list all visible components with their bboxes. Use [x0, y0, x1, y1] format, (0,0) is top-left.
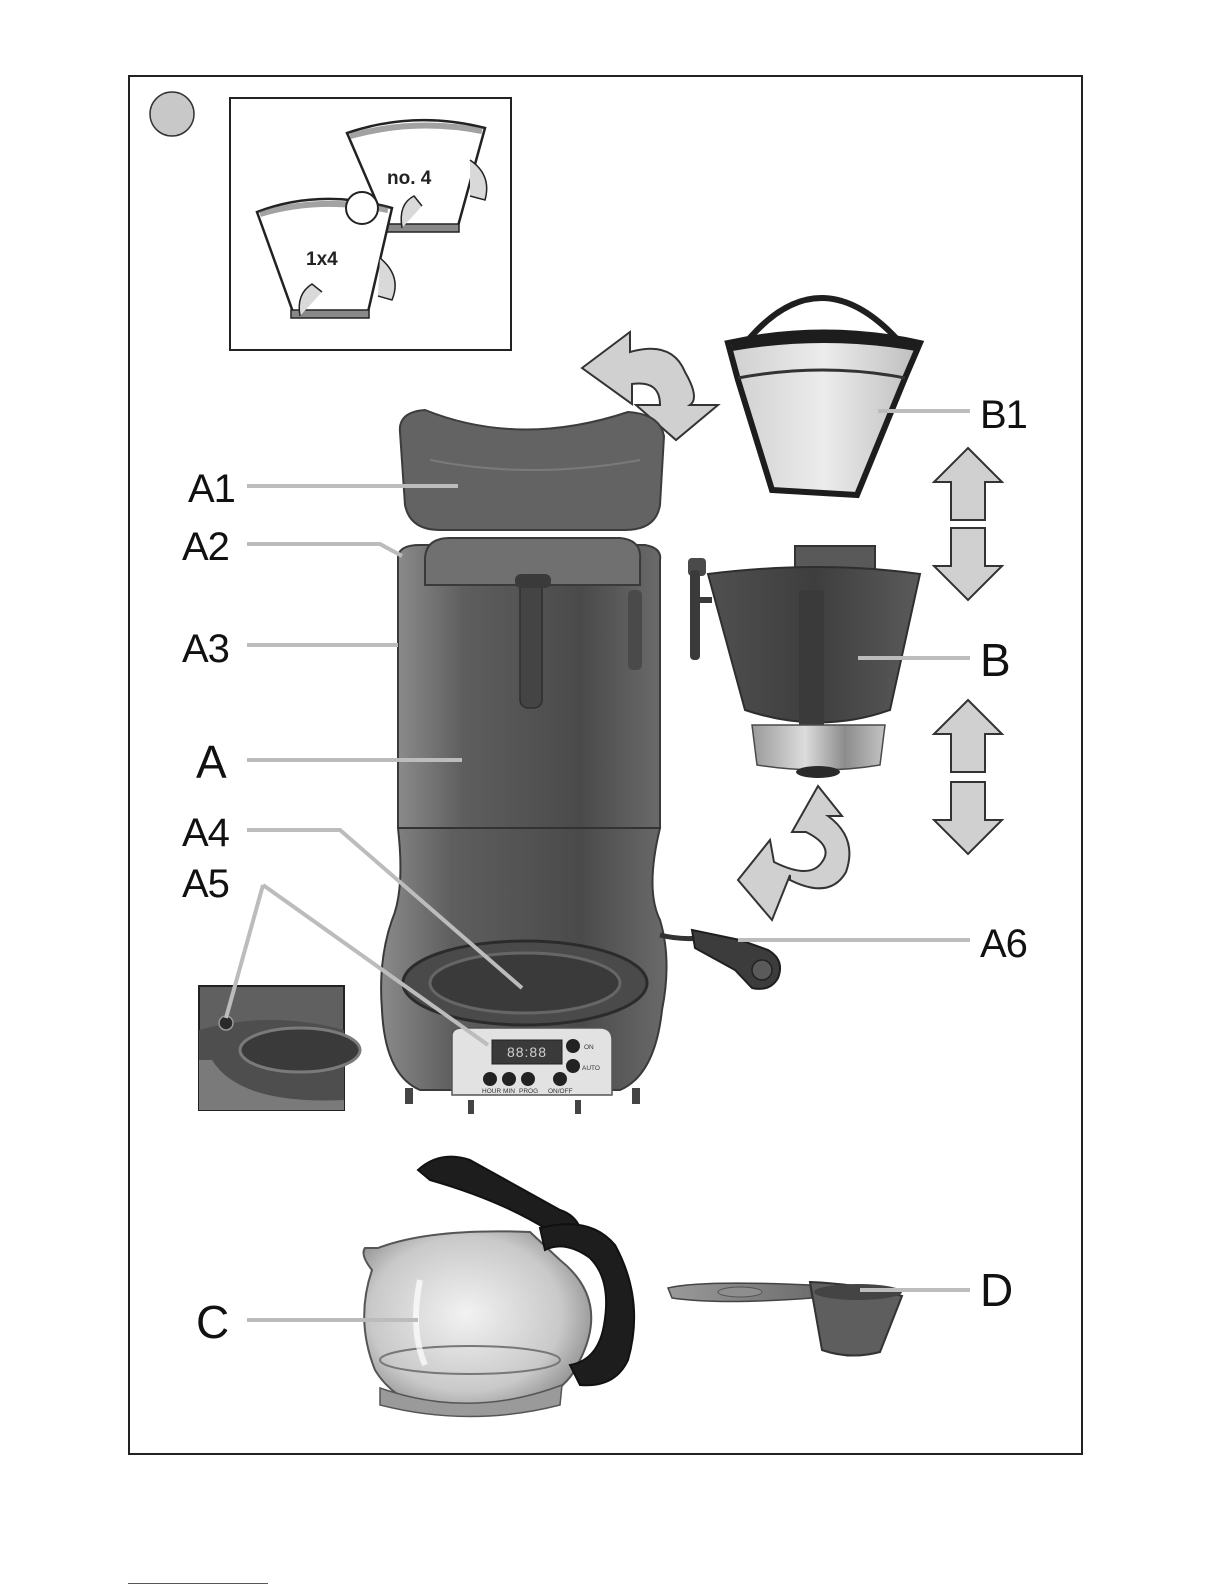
svg-text:PROG: PROG: [519, 1088, 538, 1095]
auto-indicator: [566, 1059, 580, 1073]
label-a1: A1: [188, 467, 235, 511]
svg-text:AUTO: AUTO: [582, 1065, 600, 1072]
svg-text:ON/OFF: ON/OFF: [548, 1088, 573, 1095]
label-a4: A4: [182, 811, 230, 855]
on-indicator: [566, 1039, 580, 1053]
on-off-button[interactable]: [553, 1072, 567, 1086]
switch-detail-inset: [199, 986, 360, 1110]
label-d: D: [980, 1264, 1012, 1316]
label-c: C: [196, 1296, 228, 1348]
svg-text:HOUR: HOUR: [482, 1088, 501, 1095]
label-b: B: [980, 634, 1010, 686]
label-a5: A5: [182, 862, 229, 906]
label-a6: A6: [980, 922, 1027, 966]
page-badge: [150, 92, 194, 136]
label-b1: B1: [980, 393, 1027, 437]
label-a: A: [196, 736, 227, 788]
svg-text:ON: ON: [584, 1044, 594, 1051]
label-a2: A2: [182, 525, 229, 569]
label-a3: A3: [182, 627, 229, 671]
filter-small-label: 1x4: [306, 249, 338, 270]
prog-button[interactable]: [521, 1072, 535, 1086]
svg-text:88:88: 88:88: [507, 1044, 547, 1060]
footer-rule: [128, 1583, 268, 1584]
filter-folding-inset: no. 4 1x4: [230, 98, 511, 350]
switch-a5: [219, 1016, 233, 1030]
filter-large-label: no. 4: [387, 168, 432, 189]
min-button[interactable]: [502, 1072, 516, 1086]
hour-button[interactable]: [483, 1072, 497, 1086]
svg-text:MIN: MIN: [503, 1088, 515, 1095]
